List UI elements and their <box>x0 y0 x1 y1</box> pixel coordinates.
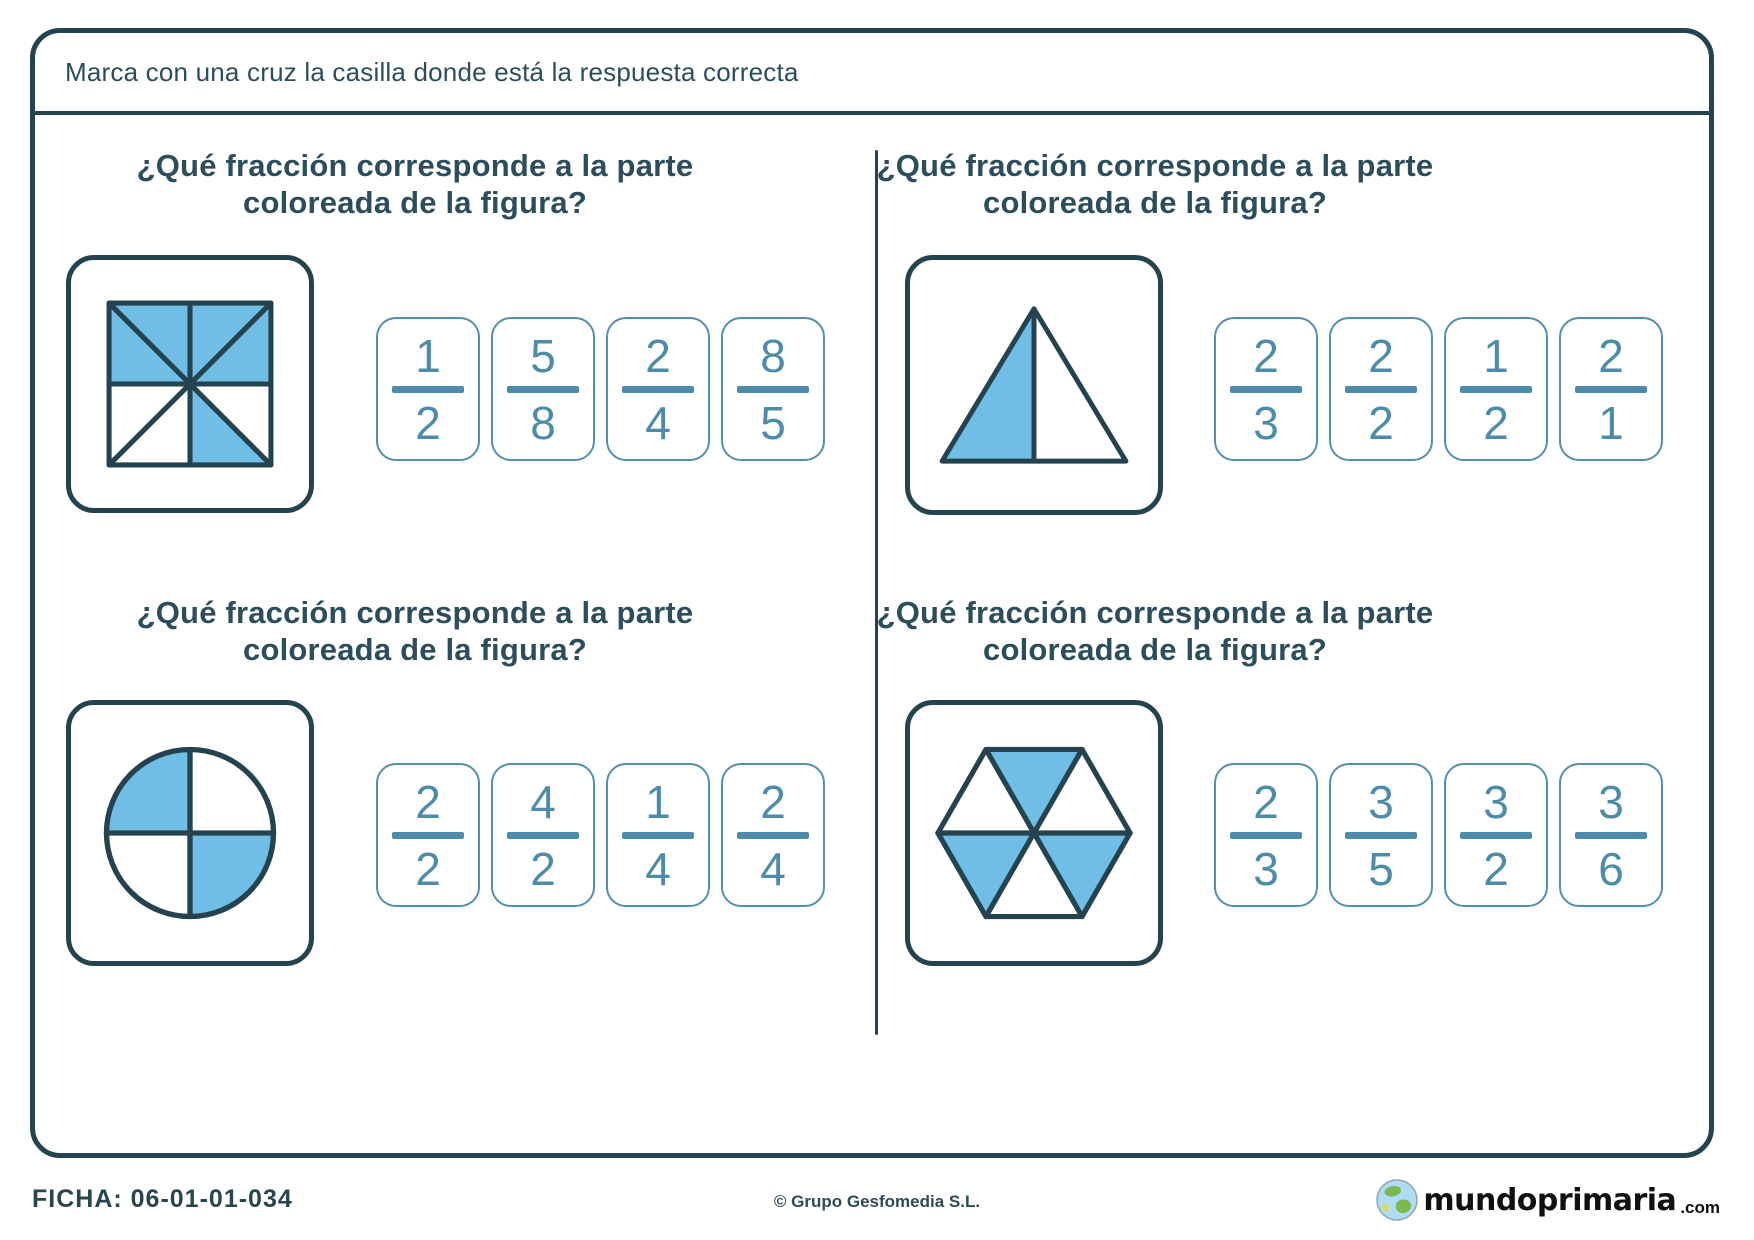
numerator: 2 <box>1368 329 1394 382</box>
question-1-figure-card <box>66 255 314 513</box>
fraction-bar <box>1460 385 1532 393</box>
instruction-bar: Marca con una cruz la casilla donde está… <box>35 33 1709 115</box>
numerator: 3 <box>1483 775 1509 828</box>
denominator: 4 <box>645 842 671 895</box>
denominator: 8 <box>530 396 556 449</box>
mundoprimaria-logo[interactable]: mundoprimaria .com <box>1375 1178 1720 1222</box>
ficha-label: FICHA: 06-01-01-034 <box>32 1185 293 1213</box>
numerator: 1 <box>415 329 441 382</box>
worksheet-frame: Marca con una cruz la casilla donde está… <box>30 28 1714 1158</box>
question-4-options: 2 3 3 5 3 2 3 6 <box>1214 763 1663 907</box>
fraction-option[interactable]: 2 3 <box>1214 317 1318 461</box>
question-3-title: ¿Qué fracción corresponde a la parte col… <box>136 595 694 667</box>
fraction-bar <box>737 385 809 393</box>
numerator: 3 <box>1598 775 1624 828</box>
instruction-text: Marca con una cruz la casilla donde está… <box>65 56 799 87</box>
denominator: 2 <box>415 396 441 449</box>
fraction-option[interactable]: 2 1 <box>1559 317 1663 461</box>
fraction-bar <box>1575 385 1647 393</box>
hexagon-sixths-figure <box>935 746 1133 920</box>
numerator: 2 <box>1598 329 1624 382</box>
numerator: 3 <box>1368 775 1394 828</box>
circle-quarters-figure <box>103 746 277 920</box>
question-2-options: 2 3 2 2 1 2 2 1 <box>1214 317 1663 461</box>
denominator: 3 <box>1253 842 1279 895</box>
fraction-option[interactable]: 8 5 <box>721 317 825 461</box>
fraction-option[interactable]: 4 2 <box>491 763 595 907</box>
fraction-option[interactable]: 3 6 <box>1559 763 1663 907</box>
numerator: 2 <box>1253 329 1279 382</box>
denominator: 2 <box>415 842 441 895</box>
denominator: 2 <box>1368 396 1394 449</box>
fraction-option[interactable]: 1 2 <box>376 317 480 461</box>
fraction-bar <box>507 385 579 393</box>
fraction-option[interactable]: 2 2 <box>1329 317 1433 461</box>
numerator: 5 <box>530 329 556 382</box>
fraction-bar <box>1345 385 1417 393</box>
triangle-halves-figure <box>939 306 1129 464</box>
numerator: 1 <box>645 775 671 828</box>
denominator: 3 <box>1253 396 1279 449</box>
question-1-title: ¿Qué fracción corresponde a la parte col… <box>136 148 694 220</box>
fraction-bar <box>737 831 809 839</box>
denominator: 2 <box>530 842 556 895</box>
copyright-text: © Grupo Gesfomedia S.L. <box>773 1192 981 1211</box>
question-3-figure-card <box>66 700 314 966</box>
fraction-bar <box>622 831 694 839</box>
fraction-option[interactable]: 2 4 <box>721 763 825 907</box>
question-1-options: 1 2 5 8 2 4 8 5 <box>376 317 825 461</box>
brand-suffix-text: .com <box>1680 1198 1720 1217</box>
numerator: 4 <box>530 775 556 828</box>
denominator: 4 <box>645 396 671 449</box>
numerator: 2 <box>645 329 671 382</box>
fraction-bar <box>1345 831 1417 839</box>
denominator: 6 <box>1598 842 1624 895</box>
fraction-bar <box>1575 831 1647 839</box>
brand-text: mundoprimaria <box>1423 1182 1677 1218</box>
fraction-option[interactable]: 2 2 <box>376 763 480 907</box>
question-2-title: ¿Qué fracción corresponde a la parte col… <box>876 148 1434 220</box>
fraction-option[interactable]: 3 5 <box>1329 763 1433 907</box>
numerator: 8 <box>760 329 786 382</box>
fraction-bar <box>1230 831 1302 839</box>
question-2-figure-card <box>905 255 1163 515</box>
numerator: 1 <box>1483 329 1509 382</box>
denominator: 2 <box>1483 842 1509 895</box>
fraction-option[interactable]: 1 2 <box>1444 317 1548 461</box>
fraction-option[interactable]: 1 4 <box>606 763 710 907</box>
denominator: 4 <box>760 842 786 895</box>
fraction-option[interactable]: 5 8 <box>491 317 595 461</box>
fraction-option[interactable]: 3 2 <box>1444 763 1548 907</box>
globe-icon <box>1376 1179 1419 1221</box>
denominator: 2 <box>1483 396 1509 449</box>
question-4-figure-card <box>905 700 1163 966</box>
question-3-options: 2 2 4 2 1 4 2 4 <box>376 763 825 907</box>
question-4-title: ¿Qué fracción corresponde a la parte col… <box>876 595 1434 667</box>
fraction-bar <box>622 385 694 393</box>
numerator: 2 <box>760 775 786 828</box>
numerator: 2 <box>1253 775 1279 828</box>
fraction-option[interactable]: 2 3 <box>1214 763 1318 907</box>
fraction-bar <box>1230 385 1302 393</box>
fraction-bar <box>392 385 464 393</box>
fraction-bar <box>1460 831 1532 839</box>
denominator: 5 <box>760 396 786 449</box>
fraction-bar <box>392 831 464 839</box>
fraction-bar <box>507 831 579 839</box>
column-divider <box>875 150 878 1035</box>
denominator: 1 <box>1598 396 1624 449</box>
fraction-option[interactable]: 2 4 <box>606 317 710 461</box>
denominator: 5 <box>1368 842 1394 895</box>
square-eighths-figure <box>106 300 274 468</box>
numerator: 2 <box>415 775 441 828</box>
